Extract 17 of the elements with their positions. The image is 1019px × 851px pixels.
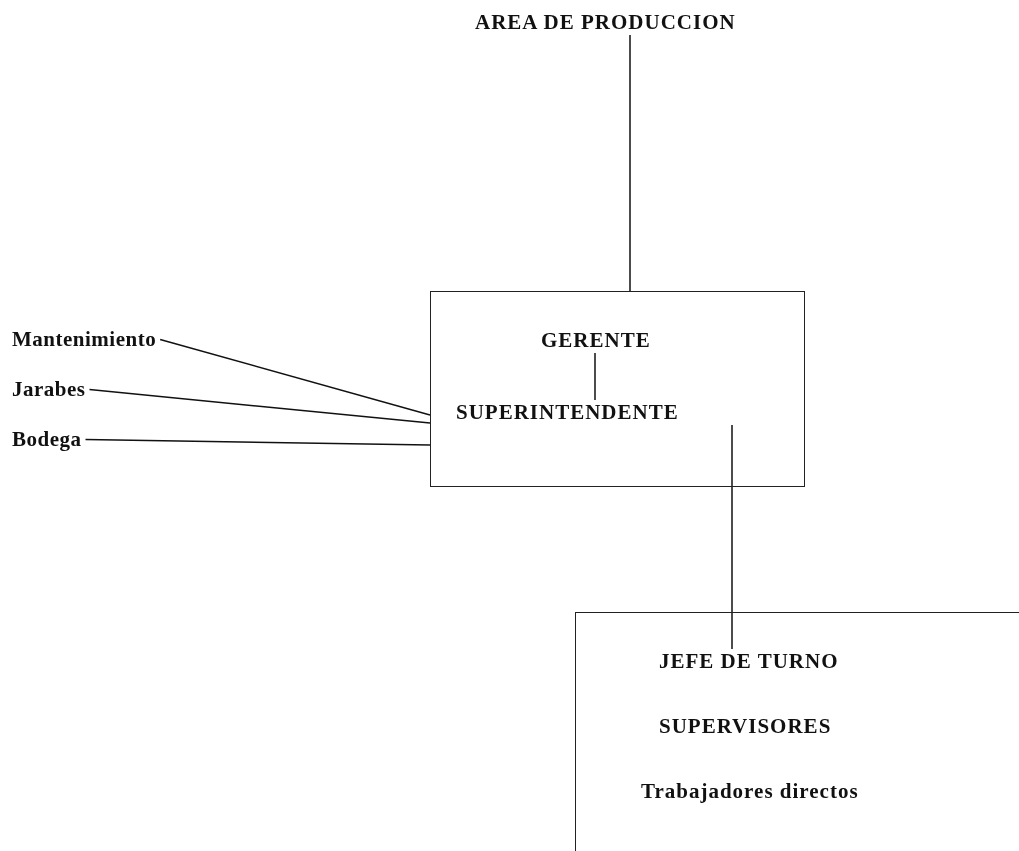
connector-line	[731, 424, 733, 650]
connector-line	[594, 352, 596, 401]
connector-line	[159, 338, 431, 416]
label-text: GERENTE	[541, 328, 651, 353]
label-text: Bodega	[12, 427, 82, 452]
label-text: Trabajadores directos	[641, 779, 859, 804]
label-text: SUPERVISORES	[659, 714, 832, 739]
org-box	[430, 291, 805, 487]
label-text: SUPERINTENDENTE	[456, 400, 679, 425]
connector-line	[88, 388, 431, 424]
open-box	[575, 612, 1019, 851]
label-text: JEFE DE TURNO	[659, 649, 839, 674]
label-text: Jarabes	[12, 377, 86, 402]
heading-text: AREA DE PRODUCCION	[475, 10, 736, 35]
connector-line	[84, 438, 431, 446]
label-text: Mantenimiento	[12, 327, 157, 352]
connector-line	[629, 34, 631, 292]
